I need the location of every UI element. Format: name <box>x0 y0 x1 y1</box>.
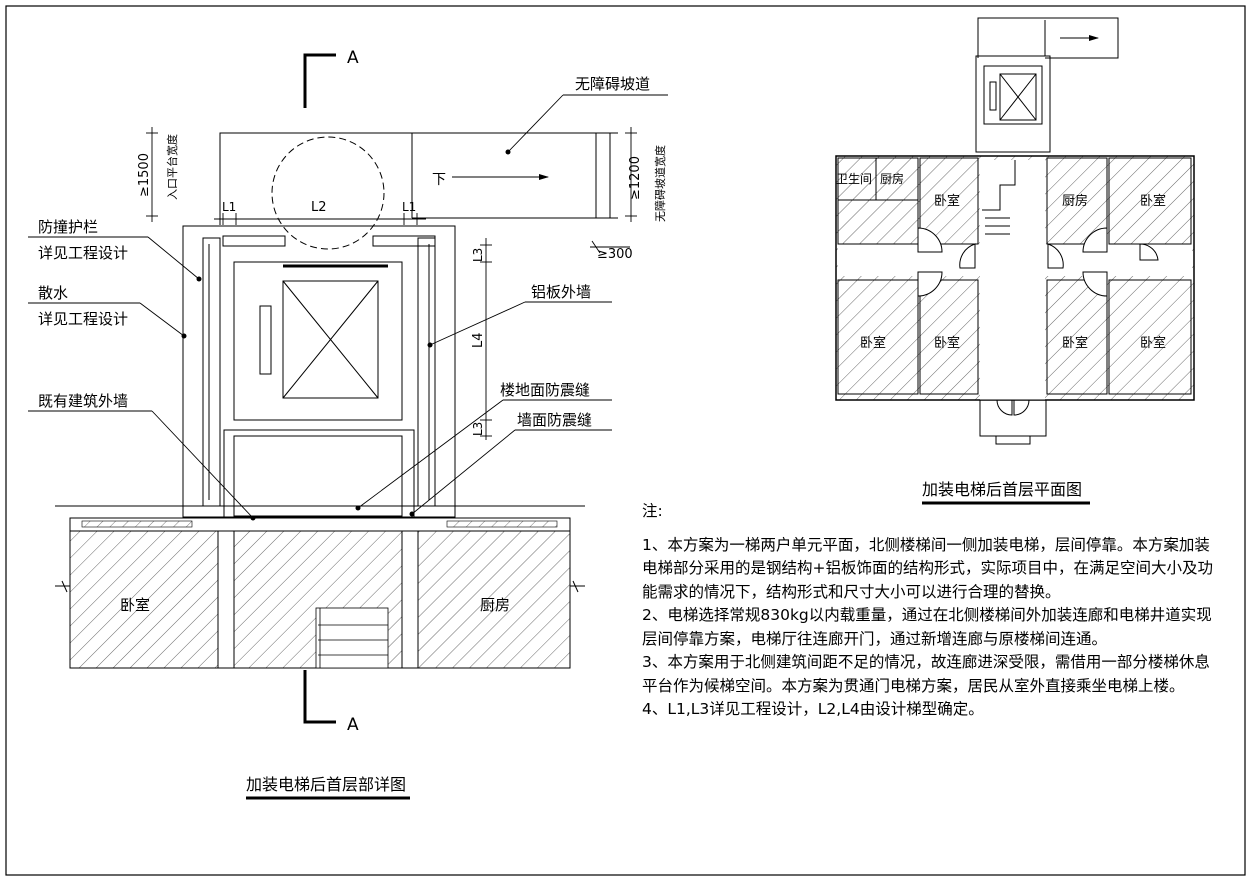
existing-building <box>55 505 585 669</box>
label-ramp: 无障碍坡道 <box>575 75 650 93</box>
dim-l1-left: L1 <box>222 200 236 214</box>
elevator-car <box>259 280 379 399</box>
detail-title: 加装电梯后首层部详图 <box>246 775 406 794</box>
dim-l2: L2 <box>311 200 327 215</box>
dim-l3-top: L3 <box>471 248 485 262</box>
plan-room-wc: 卫生间 <box>836 172 872 186</box>
label-wall-joint: 墙面防震缝 <box>517 411 592 429</box>
label-rail-detail: 详见工程设计 <box>38 244 128 262</box>
label-rail: 防撞护栏 <box>38 218 98 236</box>
label-floor-joint: 楼地面防震缝 <box>500 381 590 399</box>
label-existing-wall: 既有建筑外墙 <box>38 392 128 410</box>
dim-ramp-width <box>625 127 637 222</box>
plan-room-kitchen-small: 厨房 <box>880 171 904 186</box>
label-bedroom: 卧室 <box>120 596 150 614</box>
section-mark-bottom-label: A <box>347 715 359 735</box>
wheelchair-turning-circle <box>271 136 385 250</box>
dim-top <box>214 213 426 225</box>
plan-kitchen: 厨房 <box>1062 193 1088 209</box>
dim-l1-right: L1 <box>402 200 416 214</box>
plan-bedroom-4: 卧室 <box>934 335 960 351</box>
plan-bedroom-6: 卧室 <box>1140 335 1166 351</box>
entry-platform <box>219 132 618 225</box>
note-item-2: 2、电梯选择常规830kg以内载重量，通过在北侧楼梯间外加装连廊和电梯井道实现层… <box>642 606 1212 648</box>
plan-bedroom-5: 卧室 <box>1062 335 1088 351</box>
detail-drawing: A A 下 L1 L2 L1 <box>28 48 668 800</box>
label-kitchen: 厨房 <box>480 596 510 614</box>
plan-bedroom-2: 卧室 <box>1140 193 1166 209</box>
dim-ramp-label: 无障碍坡道宽度 <box>653 145 667 222</box>
plan-bedroom-1: 卧室 <box>934 193 960 209</box>
plan-bedroom-3: 卧室 <box>860 335 886 351</box>
note-item-4: 4、L1,L3详见工程设计，L2,L4由设计梯型确定。 <box>642 700 984 718</box>
section-mark-top: A <box>303 48 359 108</box>
dim-entry-value: ≥1500 <box>137 153 152 197</box>
notes-heading: 注: <box>642 502 663 520</box>
note-item-1: 1、本方案为一梯两户单元平面，北侧楼梯间一侧加装电梯，层间停靠。本方案加装电梯部… <box>642 535 1213 601</box>
dim-entry-label: 入口平台宽度 <box>165 134 179 200</box>
note-item-3: 3、本方案用于北侧建筑间距不足的情况，故连廊进深受限，需借用一部分楼梯休息平台作… <box>642 653 1210 695</box>
ramp-arrow: 下 <box>432 172 549 188</box>
label-apron-detail: 详见工程设计 <box>38 310 128 328</box>
sheet-frame <box>5 5 1246 876</box>
dim-entry-width <box>146 127 158 222</box>
dim-l4: L4 <box>471 332 486 348</box>
dim-ramp-value: ≥1200 <box>628 156 643 200</box>
dim-right-vertical <box>480 238 492 440</box>
dim-gap <box>590 240 630 254</box>
plan-title: 加装电梯后首层平面图 <box>922 480 1082 499</box>
label-apron: 散水 <box>38 284 68 302</box>
floor-plan: 卫生间 厨房 卧室 厨房 卧室 卧室 卧室 卧室 卧室 加装电梯后首层平面图 <box>835 17 1195 505</box>
ramp-down-label: 下 <box>432 172 446 188</box>
label-alu-wall: 铝板外墙 <box>531 283 591 301</box>
section-mark-top-label: A <box>347 48 359 68</box>
elevator-shaft <box>182 225 456 518</box>
notes-block: 注: 1、本方案为一梯两户单元平面，北侧楼梯间一侧加装电梯，层间停靠。本方案加装… <box>642 500 1222 722</box>
section-mark-bottom: A <box>303 670 359 735</box>
dim-l3-bottom: L3 <box>471 422 485 436</box>
dim-gap-value: ≥300 <box>597 247 633 262</box>
